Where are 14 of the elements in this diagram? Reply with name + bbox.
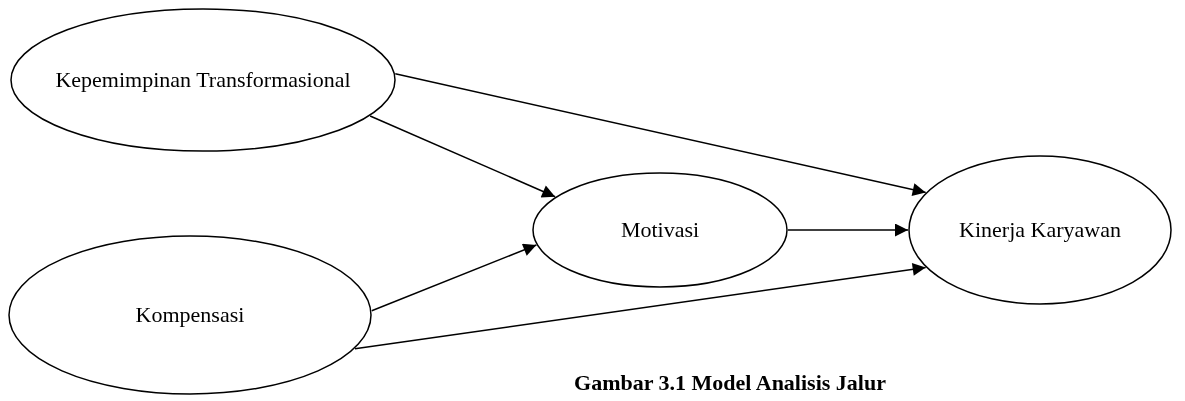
node-label: Kepemimpinan Transformasional <box>55 65 351 94</box>
ellipse-node <box>10 8 396 152</box>
arrow <box>787 223 909 237</box>
ellipse-node <box>8 235 372 395</box>
arrow <box>394 72 927 196</box>
arrow <box>354 262 927 350</box>
ellipse-node <box>908 155 1172 305</box>
node-label: Kompensasi <box>135 300 245 329</box>
node-label: Kinerja Karyawan <box>959 215 1121 244</box>
arrow <box>369 115 556 198</box>
arrow <box>371 243 538 312</box>
ellipse-node <box>532 172 788 288</box>
node-label: Motivasi <box>620 215 700 244</box>
figure-caption: Gambar 3.1 Model Analisis Jalur <box>573 370 887 396</box>
